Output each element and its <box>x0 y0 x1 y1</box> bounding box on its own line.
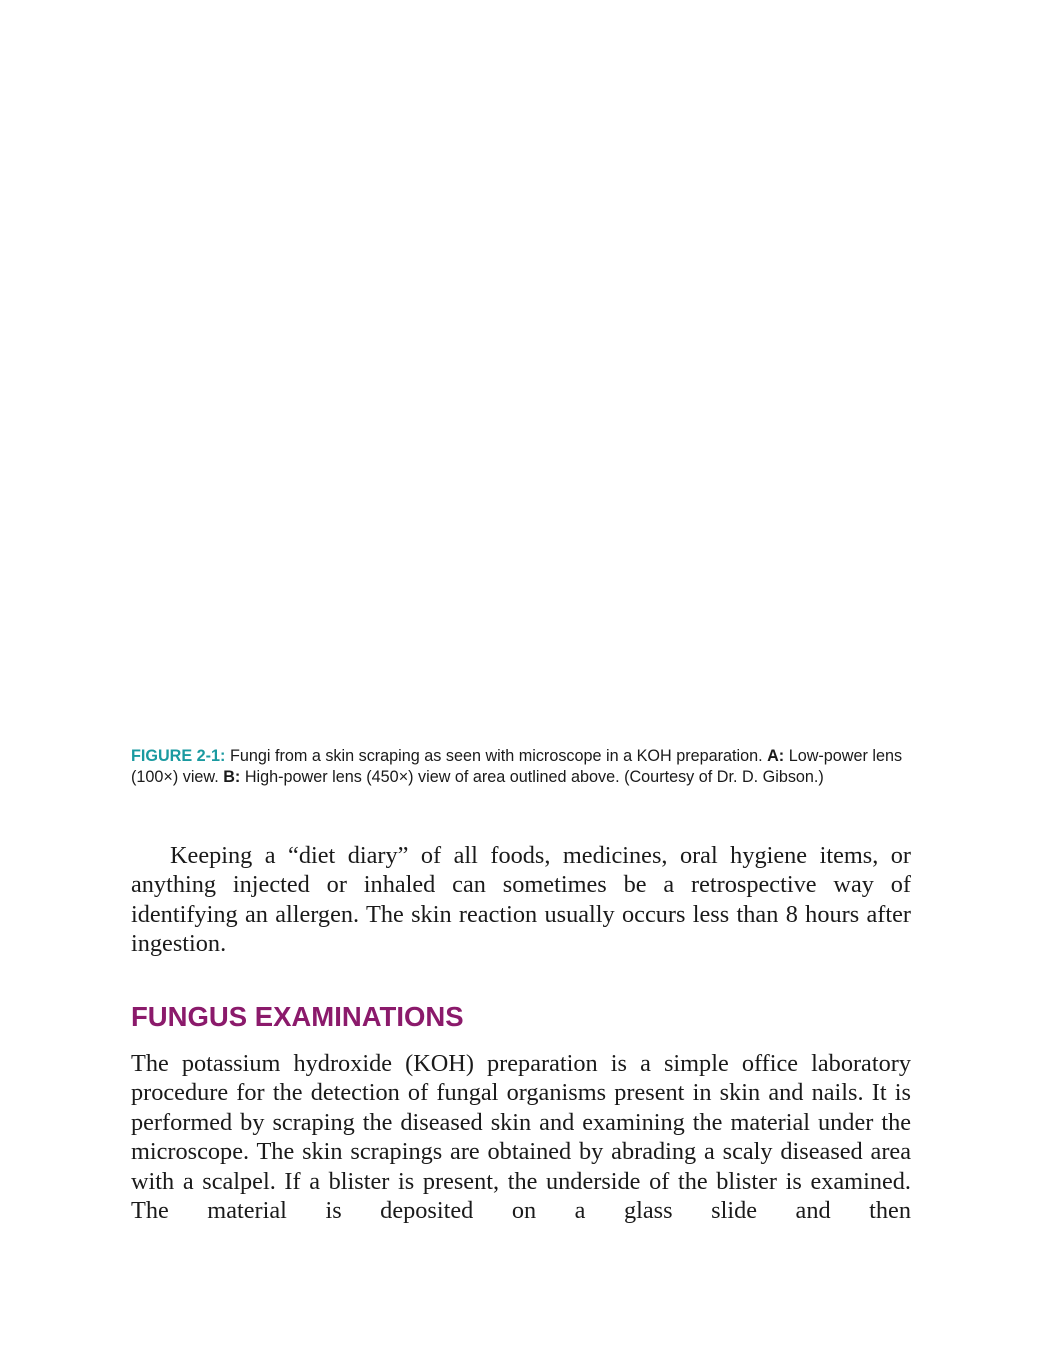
caption-text-3: High-power lens (450×) view of area outl… <box>244 768 824 786</box>
figure-image-area <box>131 40 911 730</box>
figure-label: FIGURE 2-1: <box>131 747 226 765</box>
caption-label-a: A: <box>767 747 785 765</box>
section-heading: FUNGUS EXAMINATIONS <box>131 1001 464 1032</box>
paragraph-diet-diary: Keeping a “diet diary” of all foods, med… <box>131 842 911 958</box>
figure-caption: FIGURE 2-1: Fungi from a skin scraping a… <box>131 746 916 788</box>
caption-text-1: Fungi from a skin scraping as seen with … <box>229 747 763 765</box>
paragraph-koh-preparation: The potassium hydroxide (KOH) preparatio… <box>131 1050 911 1225</box>
caption-text-2: Low-power lens (100×) view. <box>131 747 903 786</box>
caption-label-b: B: <box>223 768 241 786</box>
